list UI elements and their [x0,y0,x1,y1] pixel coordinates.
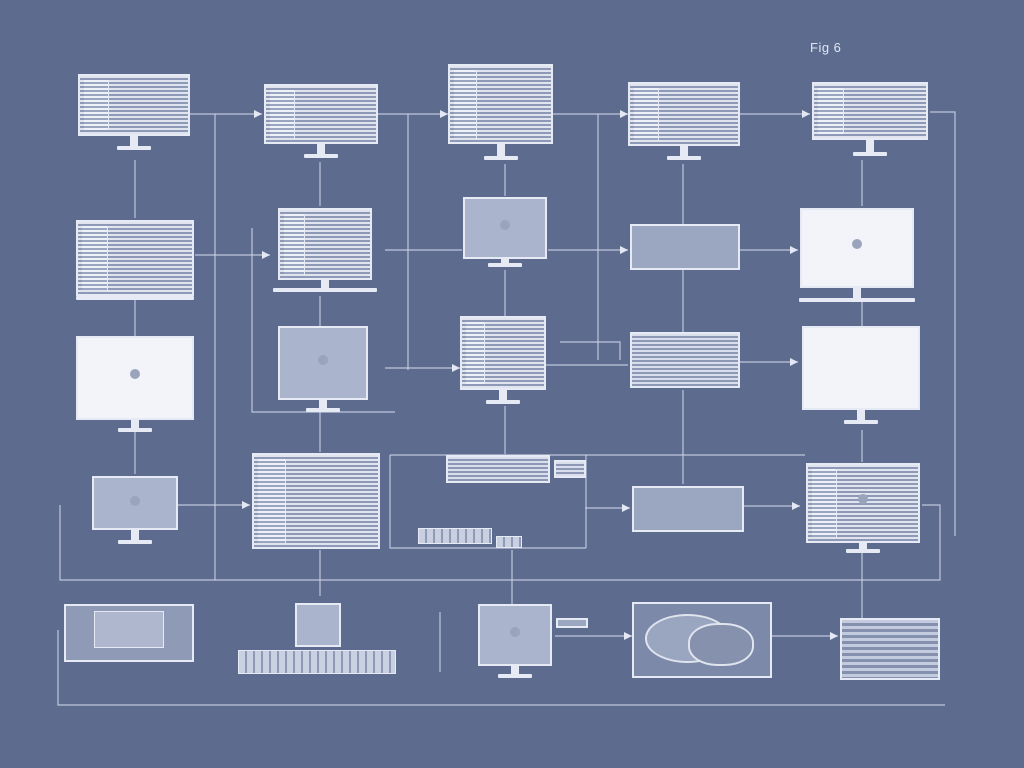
monitor-icon [92,476,178,548]
world-map-icon [632,602,772,678]
monitor-icon [628,82,740,164]
monitor-icon [812,82,928,160]
monitor-icon [556,618,588,628]
arrow-r1-c [620,110,628,118]
monitor-icon [264,84,378,162]
arrow-r5-b [830,632,838,640]
monitor-icon [799,208,915,304]
keyboard-icon [418,528,492,544]
keyboard-icon [238,650,396,674]
monitor-icon [278,326,368,412]
arrow-r4-b [622,504,630,512]
monitor-icon [630,332,740,388]
wire-bottom-bus [59,504,941,581]
monitor-icon [806,463,920,553]
monitor-icon [273,208,377,296]
monitor-icon [446,455,550,483]
arrow-r1-d [802,110,810,118]
tower-pc-icon [840,618,940,680]
wire-right-trunk [930,111,956,536]
monitor-icon [252,453,380,549]
monitor-icon [295,603,341,647]
monitor-icon [802,326,920,428]
monitor-icon [460,316,546,406]
monitor-icon [554,460,586,478]
monitor-icon [478,604,552,682]
monitor-icon [448,64,553,164]
arrow-r3-a [452,364,460,372]
arrow-r2-c [620,246,628,254]
monitor-icon [76,220,194,302]
arrow-r1-a [254,110,262,118]
monitor-icon [78,74,190,160]
arrow-r3-c [790,358,798,366]
monitor-icon [76,336,194,432]
printer-icon [64,604,194,662]
wire-loop-left [251,228,395,413]
wire-r4-box [389,455,586,549]
monitor-icon [632,486,744,532]
wire-bottom-frame [57,630,945,706]
keyboard-icon [496,536,522,548]
monitor-icon [630,224,740,270]
arrow-r4-c [792,502,800,510]
arrow-r4-a [242,501,250,509]
arrow-r2-a [262,251,270,259]
wire-r3-d [560,341,621,360]
figure-label: Fig 6 [810,40,842,55]
monitor-icon [463,197,547,269]
arrow-r5-a [624,632,632,640]
arrow-r2-d [790,246,798,254]
arrow-r1-b [440,110,448,118]
